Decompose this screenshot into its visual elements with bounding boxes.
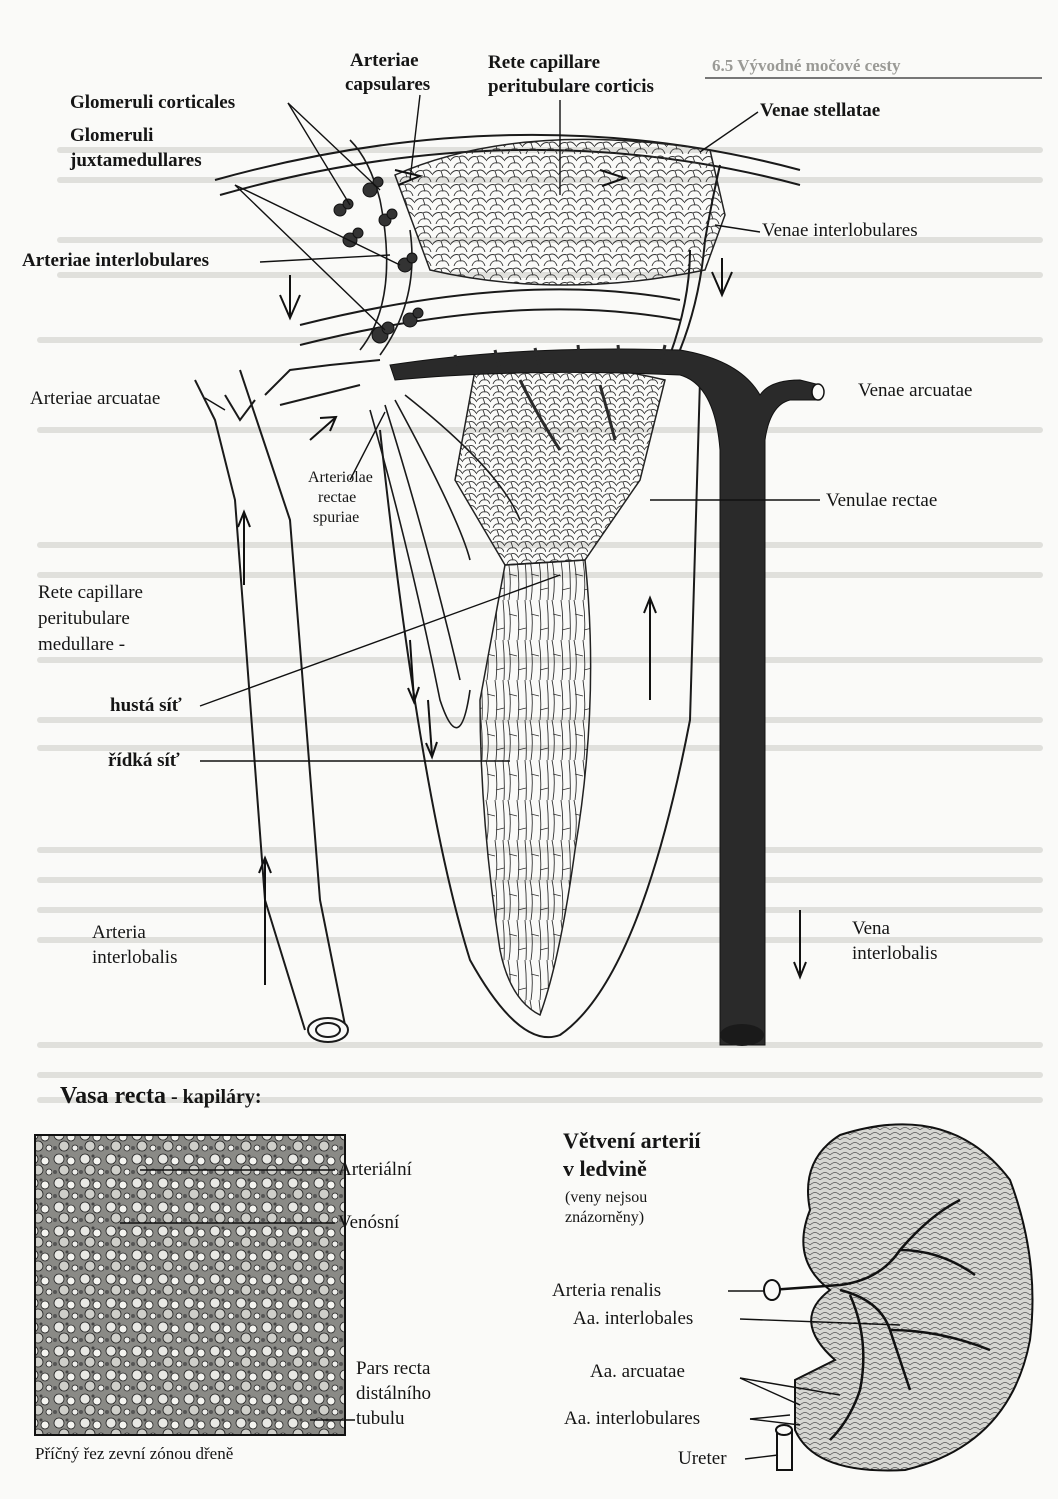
branching-title-1: Větvení arterií bbox=[563, 1128, 700, 1154]
label-glomeruli-juxta-2: juxtamedullares bbox=[70, 150, 202, 172]
label-rete-medulla-3: medullare - bbox=[38, 634, 125, 656]
kidney-illustration bbox=[795, 1124, 1033, 1470]
label-arteria-interlobalis-1: Arteria bbox=[92, 922, 146, 944]
label-arteriae-capsulares-2: capsulares bbox=[345, 74, 430, 96]
label-vena-interlobalis-2: interlobalis bbox=[852, 943, 937, 965]
vasa-recta-subtitle: - kapiláry: bbox=[166, 1086, 262, 1108]
label-arteria-interlobalis-2: interlobalis bbox=[92, 947, 177, 969]
label-husta-sit: hustá síť bbox=[110, 695, 182, 717]
arteria-renalis-vessel bbox=[764, 1280, 780, 1300]
label-aa-interlobales: Aa. interlobales bbox=[573, 1308, 693, 1330]
label-venae-stellatae: Venae stellatae bbox=[760, 100, 880, 122]
label-pars-3: tubulu bbox=[356, 1408, 405, 1430]
branching-note-2: znázorněny) bbox=[565, 1208, 644, 1228]
label-rete-medulla-1: Rete capillare bbox=[38, 582, 143, 604]
label-ureter: Ureter bbox=[678, 1448, 727, 1470]
label-glomeruli-juxta-1: Glomeruli bbox=[70, 125, 153, 147]
label-vena-interlobalis-1: Vena bbox=[852, 918, 890, 940]
ureter-vessel bbox=[776, 1425, 792, 1470]
vasa-recta-title: Vasa recta - kapiláry: bbox=[60, 1085, 262, 1108]
label-venae-arcuatae: Venae arcuatae bbox=[858, 380, 972, 402]
label-arteriolae-2: rectae bbox=[318, 488, 356, 508]
label-arteriolae-3: spuriae bbox=[313, 508, 359, 528]
label-rete-cortex-2: peritubulare corticis bbox=[488, 76, 654, 98]
label-arteriolae-1: Arteriolae bbox=[308, 468, 373, 488]
label-arteriae-arcuatae: Arteriae arcuatae bbox=[30, 388, 160, 410]
label-ridka-sit: řídká síť bbox=[108, 750, 180, 772]
label-arteriae-interlobulares: Arteriae interlobulares bbox=[22, 250, 209, 272]
label-venulae-rectae: Venulae rectae bbox=[826, 490, 937, 512]
label-aa-arcuatae: Aa. arcuatae bbox=[590, 1361, 685, 1383]
section-caption: Příčný řez zevní zónou dřeně bbox=[35, 1443, 233, 1465]
label-venosni: Venósní bbox=[338, 1212, 399, 1234]
vasa-recta-title-text: Vasa recta bbox=[60, 1083, 166, 1109]
label-venae-interlobulares: Venae interlobulares bbox=[762, 220, 918, 242]
branching-title-2: v ledvině bbox=[563, 1156, 647, 1182]
label-aa-interlobulares: Aa. interlobulares bbox=[564, 1408, 700, 1430]
label-arterialni: Arteriální bbox=[338, 1159, 412, 1181]
vasa-recta-section-image bbox=[35, 1135, 345, 1435]
label-rete-cortex-1: Rete capillare bbox=[488, 52, 600, 74]
label-pars-1: Pars recta bbox=[356, 1358, 430, 1380]
label-glomeruli-corticales: Glomeruli corticales bbox=[70, 92, 235, 114]
label-pars-2: distálního bbox=[356, 1383, 431, 1405]
label-arteriae-capsulares-1: Arteriae bbox=[350, 50, 419, 72]
medulla-capillary-network bbox=[455, 364, 665, 565]
medulla-tubules bbox=[480, 560, 591, 1015]
section-header: 6.5 Vývodné močové cesty bbox=[712, 55, 901, 77]
branching-note-1: (veny nejsou bbox=[565, 1188, 647, 1208]
label-rete-medulla-2: peritubulare bbox=[38, 608, 130, 630]
vena-interlobalis-opening bbox=[720, 1024, 764, 1046]
label-arteria-renalis: Arteria renalis bbox=[552, 1280, 661, 1302]
